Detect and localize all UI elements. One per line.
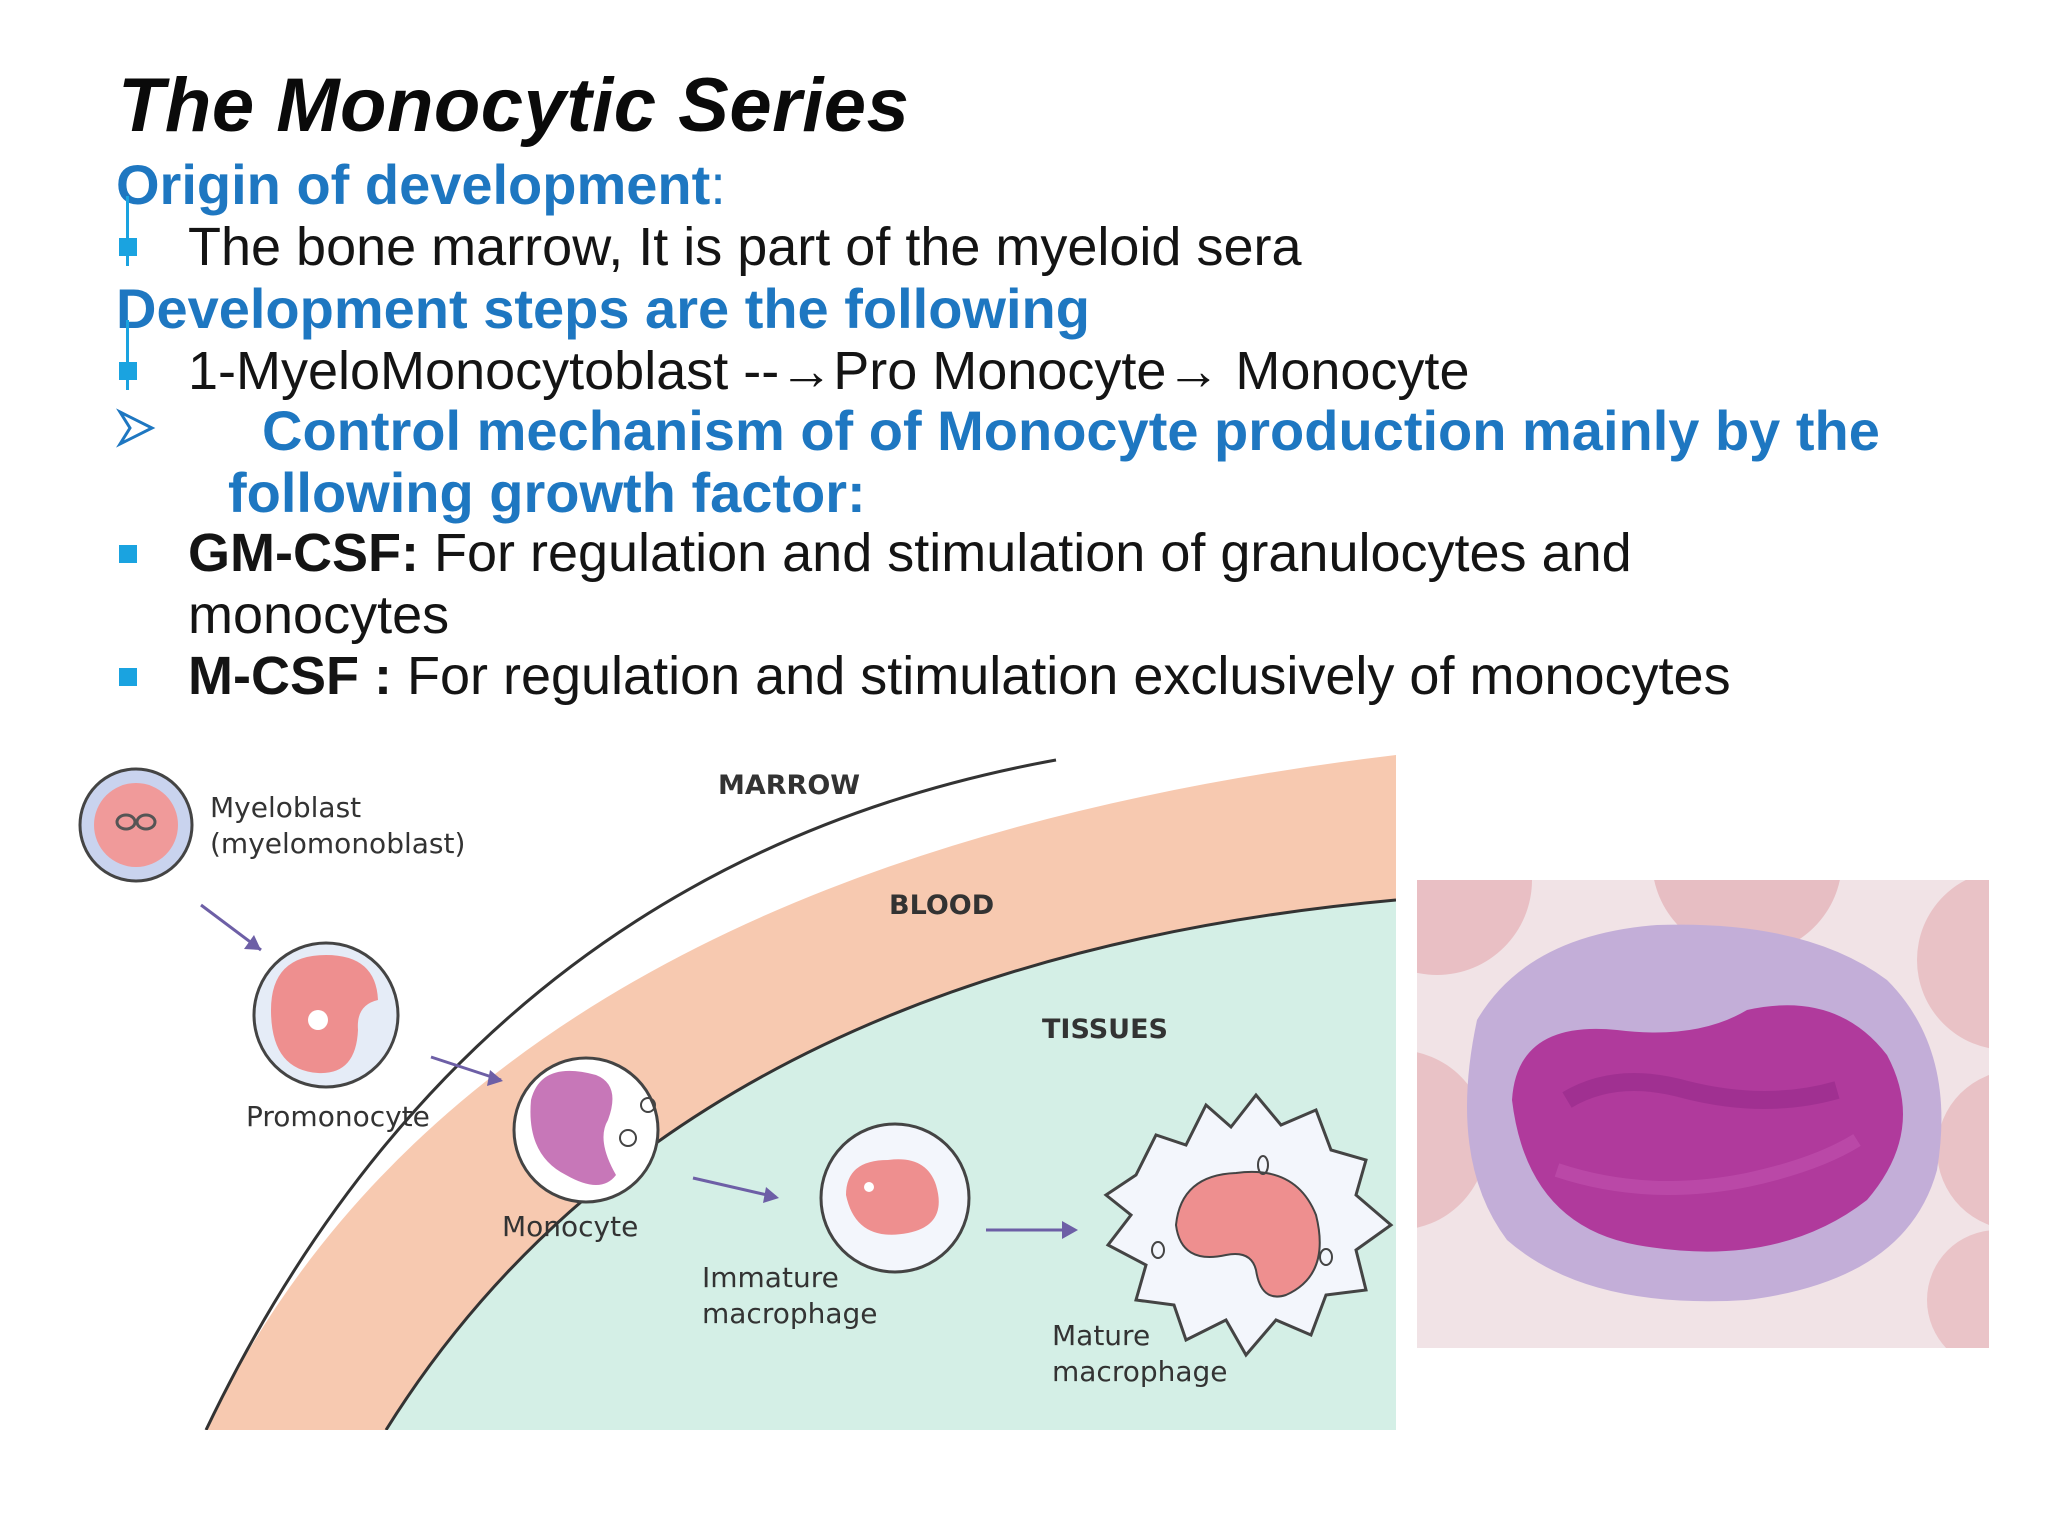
steps-text: 1-MyeloMonocytoblast --→Pro Monocyte→ Mo…	[188, 341, 1470, 401]
mature-macrophage-sublabel: macrophage	[1052, 1355, 1228, 1388]
arrow-bullet-icon	[115, 408, 156, 453]
immature-macrophage-label: Immature	[702, 1261, 839, 1294]
control-line-1: Control mechanism of of Monocyte product…	[262, 399, 1880, 462]
zone-blood-label: BLOOD	[889, 890, 994, 921]
mature-macrophage-label: Mature	[1052, 1319, 1150, 1352]
promonocyte-label: Promonocyte	[246, 1100, 430, 1133]
vertical-bar-decoration	[126, 196, 129, 266]
myeloblast-label: Myeloblast	[210, 791, 361, 824]
bullet-square-icon	[119, 362, 137, 380]
monocyte-micrograph	[1307, 765, 2048, 1370]
mcsf-label: M-CSF :	[188, 646, 392, 706]
bullet-square-icon	[119, 238, 137, 256]
origin-heading-text: Origin of development	[116, 153, 711, 216]
immature-macrophage-sublabel: macrophage	[702, 1297, 878, 1330]
monocyte-cell	[512, 1056, 660, 1204]
gmcsf-text: For regulation and stimulation of granul…	[418, 523, 1632, 583]
zone-tissues-label: TISSUES	[1042, 1014, 1168, 1045]
bullet-square-icon	[119, 545, 137, 563]
myeloblast-cell	[78, 767, 194, 883]
promonocyte-cell	[252, 941, 400, 1089]
zone-marrow-label: MARROW	[718, 770, 860, 801]
mcsf-text: For regulation and stimulation exclusive…	[391, 646, 1731, 706]
mature-macrophage-cell	[1103, 1092, 1394, 1358]
gmcsf-label: GM-CSF:	[188, 523, 419, 583]
monocyte-development-diagram: MARROW BLOOD TISSUES Myeloblast (myelomo…	[56, 755, 1397, 1431]
steps-heading: Development steps are the following	[116, 277, 1090, 340]
mcsf-line: M-CSF : For regulation and stimulation e…	[188, 645, 1731, 707]
control-line-2: following growth factor:	[228, 461, 866, 524]
gmcsf-text-continued: monocytes	[188, 585, 450, 645]
immature-macrophage-cell	[819, 1122, 971, 1274]
slide-title: The Monocytic Series	[118, 63, 910, 148]
origin-text: The bone marrow, It is part of the myelo…	[188, 217, 1302, 277]
origin-heading: Origin of development:	[116, 152, 726, 217]
myeloblast-sublabel: (myelomonoblast)	[210, 827, 465, 860]
bullet-square-icon	[119, 668, 137, 686]
vertical-bar-decoration	[126, 320, 129, 390]
origin-heading-colon: :	[710, 153, 726, 216]
monocyte-label: Monocyte	[502, 1210, 638, 1243]
gmcsf-line: GM-CSF: For regulation and stimulation o…	[188, 522, 1632, 584]
